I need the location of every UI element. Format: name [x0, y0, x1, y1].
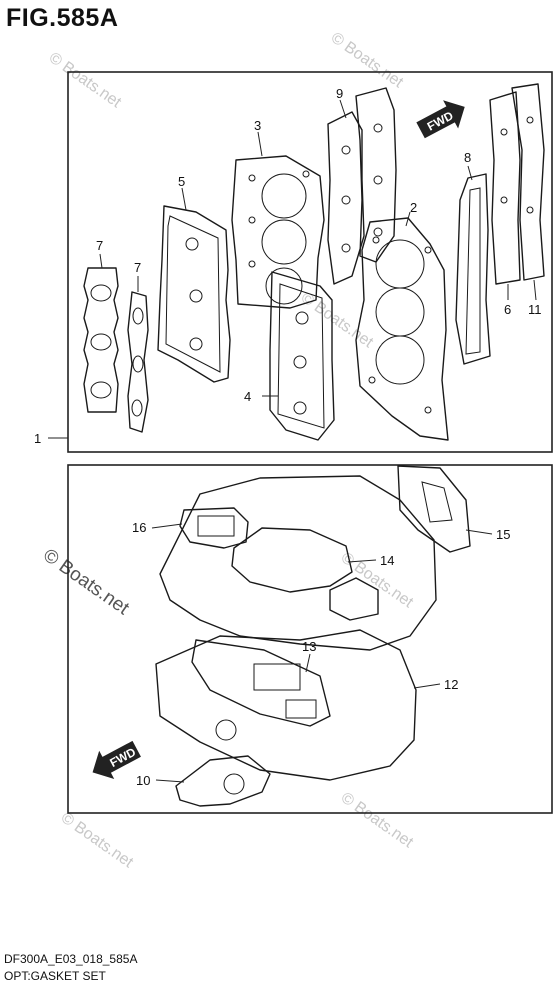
- watermark: © Boats.net: [58, 809, 137, 871]
- gasket-8: [455, 173, 491, 365]
- gasket-13: [191, 639, 331, 727]
- callout-12: 12: [444, 677, 458, 692]
- watermark-dark: © Boats.net: [39, 545, 133, 620]
- upper-frame: [67, 71, 553, 453]
- callout-11: 11: [528, 302, 542, 317]
- head-gasket-upper: [231, 155, 325, 309]
- callout-10: 10: [136, 773, 150, 788]
- figure-title: FIG.585A: [6, 4, 119, 32]
- cylinder-head-cover-gasket: [157, 205, 231, 383]
- callout-14: 14: [380, 553, 394, 568]
- exhaust-gasket-right: [127, 291, 149, 433]
- callout-6: 6: [504, 302, 511, 317]
- watermark: © Boats.net: [46, 49, 125, 111]
- watermark: © Boats.net: [298, 289, 377, 351]
- fwd-arrow-upper: FWD: [416, 100, 465, 139]
- callout-7b: 7: [134, 260, 141, 275]
- callout-9: 9: [336, 86, 343, 101]
- head-gasket-2: [355, 217, 449, 441]
- gasket-6-11: [489, 83, 545, 285]
- callout-7a: 7: [96, 238, 103, 253]
- gasket-15: [397, 465, 471, 553]
- gasket-10: [175, 755, 271, 807]
- callout-8: 8: [464, 150, 471, 165]
- lower-frame: [67, 464, 553, 814]
- gasket-14: [231, 527, 379, 621]
- callout-3: 3: [254, 118, 261, 133]
- model-code: DF300A_E03_018_585A: [4, 952, 138, 966]
- callout-numbers: 1 2 3 4 5 6 7 7 8 9 10 11 12 13 14 15 16: [34, 86, 542, 788]
- callout-5: 5: [178, 174, 185, 189]
- callout-16: 16: [132, 520, 146, 535]
- watermark: © Boats.net: [328, 29, 407, 91]
- timing-cover-gasket: [159, 475, 437, 651]
- callout-4: 4: [244, 389, 251, 404]
- exhaust-gasket-left: [83, 267, 119, 413]
- callout-2: 2: [410, 200, 417, 215]
- callout-1: 1: [34, 431, 41, 446]
- watermark: © Boats.net: [338, 789, 417, 851]
- crankcase-gasket-12: [155, 629, 417, 781]
- callout-13: 13: [302, 639, 316, 654]
- gasket-16: [179, 507, 249, 549]
- cylinder-head-cover-gasket-2: [269, 271, 335, 441]
- manifold-gasket-9: [327, 87, 397, 285]
- set-name: OPT:GASKET SET: [4, 969, 106, 983]
- callout-15: 15: [496, 527, 510, 542]
- leaders: [99, 99, 537, 783]
